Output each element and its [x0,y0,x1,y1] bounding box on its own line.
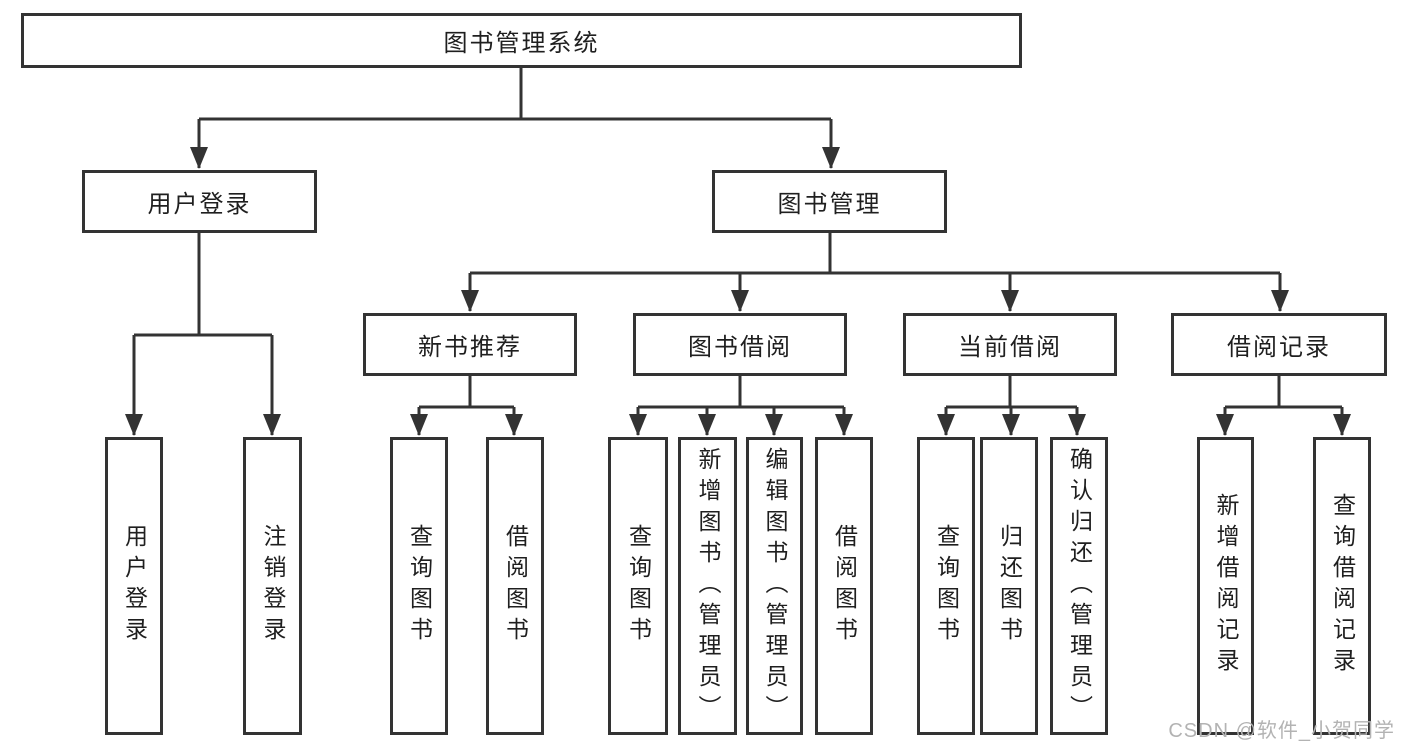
node-label: 查询借阅记录 [1329,493,1356,679]
node-label: 归还图书 [996,524,1023,648]
node-label: 图书管理系统 [443,30,600,57]
node-label: 图书借阅 [688,334,792,361]
csdn-watermark: CSDN @软件_小贺同学 [1168,720,1395,742]
node-label: 图书管理 [777,191,882,218]
leaf-edit-books-admin: 编辑图书（管理员） [746,437,803,735]
leaf-logout: 注销登录 [243,437,302,735]
node-label: 注销登录 [260,524,286,648]
node-label: 新增借阅记录 [1213,493,1239,679]
leaf-return-books: 归还图书 [980,437,1038,735]
node-current-borrow: 当前借阅 [903,313,1117,376]
node-label: 借阅记录 [1227,334,1331,361]
node-label: 查询图书 [406,524,433,648]
leaf-user-login: 用户登录 [105,437,163,735]
leaf-borrow-books-recommend: 借阅图书 [486,437,544,735]
node-label: 查询图书 [933,524,960,648]
node-label: 新增图书（管理员） [695,446,721,726]
node-label: 借阅图书 [502,524,529,648]
leaf-query-books-recommend: 查询图书 [390,437,448,735]
node-label: 当前借阅 [958,334,1062,361]
node-new-book-recommend: 新书推荐 [363,313,577,376]
node-label: 借阅图书 [831,524,858,648]
node-label: 用户登录 [121,524,148,648]
leaf-add-borrow-record: 新增借阅记录 [1197,437,1254,735]
node-root-system: 图书管理系统 [21,13,1022,68]
node-label: 用户登录 [147,191,252,218]
leaf-borrow-books: 借阅图书 [815,437,873,735]
node-label: 新书推荐 [418,334,522,361]
node-borrow-records: 借阅记录 [1171,313,1387,376]
leaf-add-books-admin: 新增图书（管理员） [678,437,737,735]
node-user-login: 用户登录 [82,170,317,233]
leaf-query-books-borrow: 查询图书 [608,437,668,735]
node-label: 确认归还（管理员） [1066,446,1093,726]
leaf-query-books-current: 查询图书 [917,437,975,735]
leaf-confirm-return-admin: 确认归还（管理员） [1050,437,1108,735]
leaf-query-borrow-record: 查询借阅记录 [1313,437,1371,735]
node-book-borrow: 图书借阅 [633,313,847,376]
node-label: 查询图书 [625,524,652,648]
node-book-management: 图书管理 [712,170,947,233]
node-label: 编辑图书（管理员） [762,446,788,726]
